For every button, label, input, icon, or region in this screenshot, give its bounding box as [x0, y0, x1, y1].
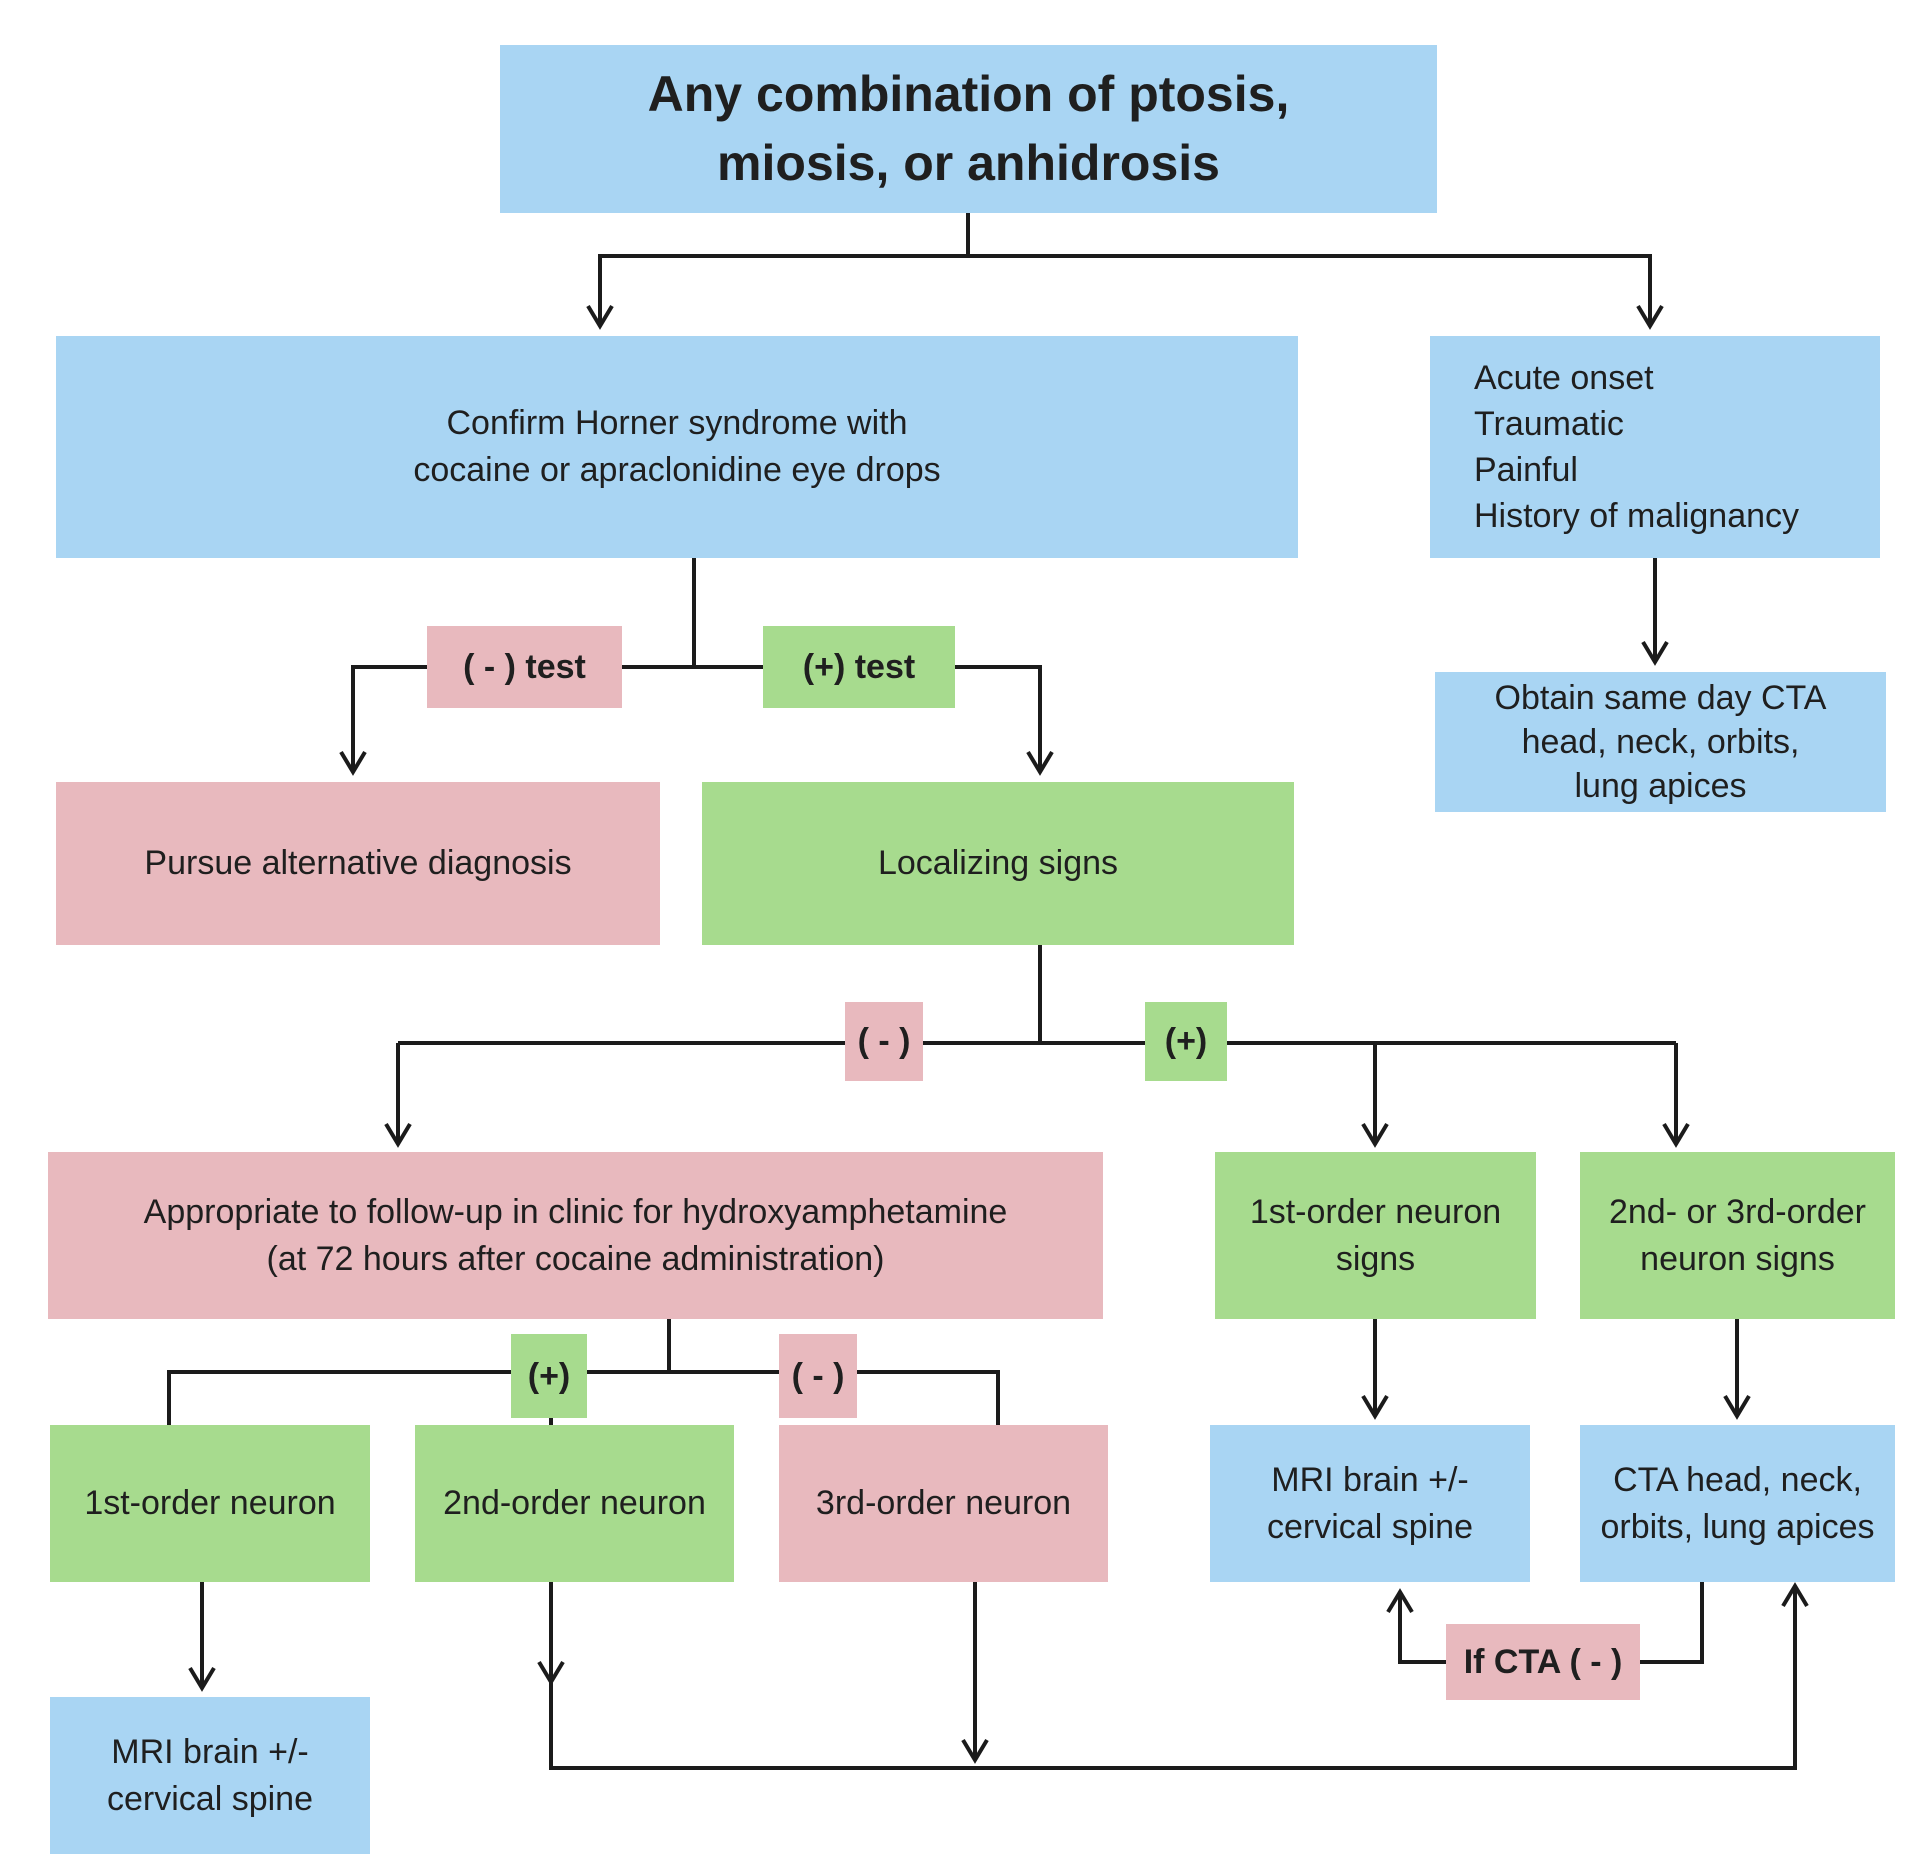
second-third-order-signs-box: 2nd- or 3rd-order neuron signs	[1580, 1152, 1895, 1319]
neg-test-text: ( - ) test	[463, 647, 586, 686]
obtain-cta-line-2: head, neck, orbits,	[1521, 722, 1800, 761]
red-flags-line-4: History of malignancy	[1474, 497, 1800, 536]
confirm-box: Confirm Horner syndrome with cocaine or …	[56, 336, 1298, 558]
appropriate-box: Appropriate to follow-up in clinic for h…	[48, 1152, 1103, 1319]
cta-right-line-1: CTA head, neck,	[1613, 1460, 1862, 1499]
mri-right-line-2: cervical spine	[1267, 1507, 1473, 1546]
first-order-signs-line-2: signs	[1335, 1239, 1416, 1278]
pursue-box: Pursue alternative diagnosis	[56, 782, 660, 945]
start-box: Any combination of ptosis, miosis, or an…	[500, 45, 1437, 213]
obtain-cta-box: Obtain same day CTA head, neck, orbits, …	[1435, 672, 1886, 812]
localizing-text: Localizing signs	[877, 844, 1119, 883]
pos-hydroxy-text: (+)	[527, 1356, 571, 1395]
mri-right-line-1: MRI brain +/-	[1271, 1460, 1469, 1499]
pos-test-label: (+) test	[763, 626, 955, 708]
pursue-text: Pursue alternative diagnosis	[144, 844, 572, 883]
if-cta-text: If CTA ( - )	[1463, 1642, 1623, 1681]
mri-left-line-1: MRI brain +/-	[111, 1732, 309, 1771]
obtain-cta-line-1: Obtain same day CTA	[1494, 678, 1827, 717]
start-line-1: Any combination of ptosis,	[647, 66, 1290, 122]
mri-right-box: MRI brain +/- cervical spine	[1210, 1425, 1530, 1582]
localizing-box: Localizing signs	[702, 782, 1294, 945]
first-order-text: 1st-order neuron	[84, 1484, 336, 1523]
obtain-cta-line-3: lung apices	[1574, 767, 1747, 806]
confirm-line-1: Confirm Horner syndrome with	[446, 404, 908, 443]
third-order-text: 3rd-order neuron	[815, 1484, 1072, 1523]
first-order-signs-box: 1st-order neuron signs	[1215, 1152, 1536, 1319]
neg-hydroxy-text: ( - )	[791, 1356, 845, 1395]
if-cta-label: If CTA ( - )	[1446, 1624, 1640, 1700]
red-flags-line-3: Painful	[1474, 451, 1578, 489]
appropriate-line-1: Appropriate to follow-up in clinic for h…	[143, 1192, 1008, 1231]
pos-test-text: (+) test	[802, 647, 916, 686]
second-order-text: 2nd-order neuron	[443, 1484, 706, 1523]
mri-left-line-2: cervical spine	[107, 1779, 313, 1818]
neg-test-label: ( - ) test	[427, 626, 622, 708]
appropriate-line-2: (at 72 hours after cocaine administratio…	[266, 1239, 885, 1278]
second-order-box: 2nd-order neuron	[415, 1425, 734, 1582]
red-flags-line-2: Traumatic	[1474, 404, 1624, 443]
red-flags-box: Acute onset Traumatic Painful History of…	[1430, 336, 1880, 558]
third-order-box: 3rd-order neuron	[779, 1425, 1108, 1582]
neg-hydroxy-label: ( - )	[779, 1334, 857, 1418]
first-order-signs-line-1: 1st-order neuron	[1249, 1192, 1502, 1231]
pos-hydroxy-label: (+)	[511, 1334, 587, 1418]
cta-right-box: CTA head, neck, orbits, lung apices	[1580, 1425, 1895, 1582]
pos-localizing-label: (+)	[1145, 1002, 1227, 1081]
red-flags-line-1: Acute onset	[1474, 358, 1654, 397]
second-third-signs-line-2: neuron signs	[1640, 1239, 1835, 1278]
mri-left-box: MRI brain +/- cervical spine	[50, 1697, 370, 1854]
cta-right-line-2: orbits, lung apices	[1600, 1507, 1875, 1546]
confirm-line-2: cocaine or apraclonidine eye drops	[413, 451, 941, 489]
second-third-signs-line-1: 2nd- or 3rd-order	[1608, 1192, 1866, 1231]
neg-localizing-text: ( - )	[857, 1022, 911, 1060]
first-order-box: 1st-order neuron	[50, 1425, 370, 1582]
neg-localizing-label: ( - )	[845, 1002, 923, 1081]
pos-localizing-text: (+)	[1164, 1022, 1208, 1060]
start-line-2: miosis, or anhidrosis	[717, 135, 1220, 191]
